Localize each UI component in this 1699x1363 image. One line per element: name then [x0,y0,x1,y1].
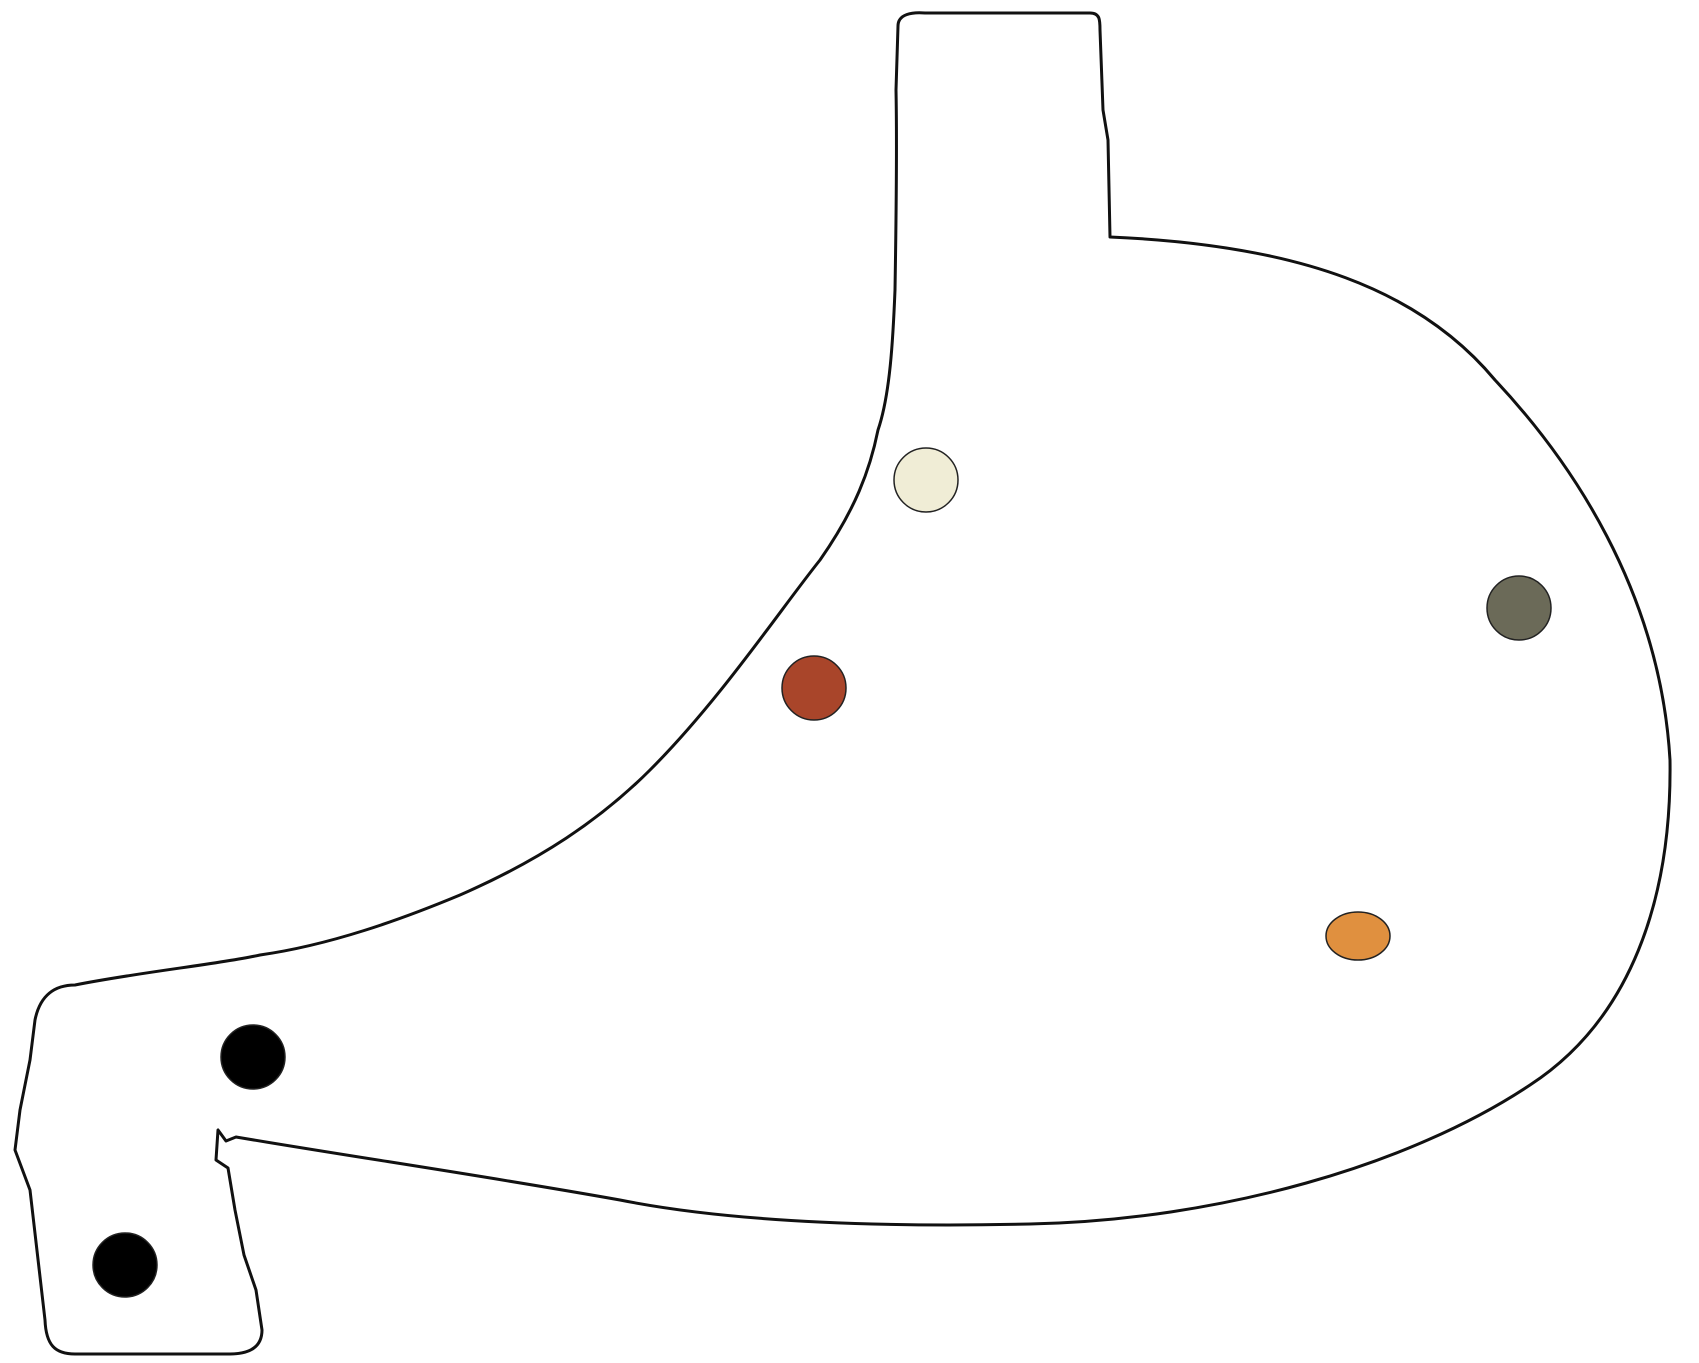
marker-black-lower [93,1233,157,1297]
marker-rust [782,656,846,720]
marker-black-upper [221,1025,285,1089]
marker-orange [1326,912,1390,960]
marker-cream [894,448,958,512]
marker-gray [1487,576,1551,640]
